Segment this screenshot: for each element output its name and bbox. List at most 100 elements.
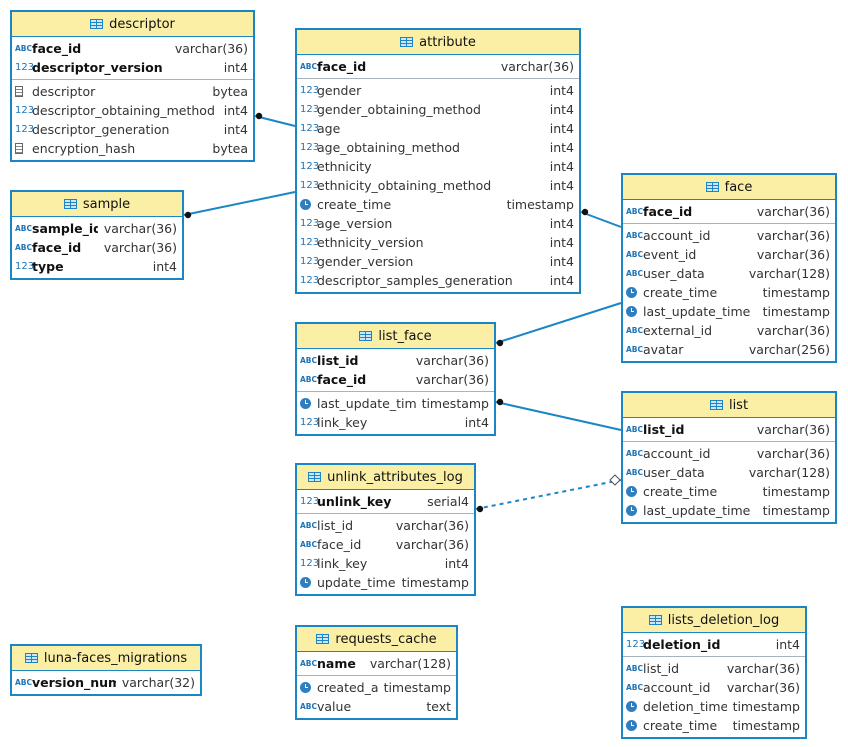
entity-header[interactable]: sample (12, 192, 182, 217)
clock-icon (626, 287, 643, 298)
entity-header[interactable]: attribute (297, 30, 579, 55)
column-type: varchar(36) (726, 661, 800, 676)
relation-line-unlink_attributes_log-list[interactable] (475, 479, 622, 510)
column-type: varchar(36) (500, 59, 574, 74)
entity-header[interactable]: luna-faces_migrations (12, 646, 200, 671)
relation-line-attribute-face[interactable] (580, 211, 622, 228)
abc-key-icon: ABC (626, 207, 644, 216)
entity-header[interactable]: lists_deletion_log (623, 608, 805, 633)
column-name: list_id (317, 353, 359, 368)
entity-title: list_face (378, 328, 432, 344)
column-name: user_data (643, 266, 705, 281)
entity-header[interactable]: face (623, 175, 835, 200)
relation-endpoint-dot (184, 211, 192, 219)
entity-header[interactable]: list_face (297, 324, 494, 349)
column-name: face_id (643, 204, 693, 219)
entity-header[interactable]: unlink_attributes_log (297, 465, 474, 490)
num-icon: 123 (300, 275, 320, 286)
column-name: created_at (317, 680, 378, 695)
column-name: deletion_time (643, 699, 727, 714)
abc-icon: ABC (300, 521, 318, 530)
relation-line-sample-attribute[interactable] (183, 191, 296, 216)
entity-header[interactable]: descriptor (12, 12, 253, 37)
num-key-icon: 123 (15, 62, 35, 73)
column-type: bytea (212, 141, 248, 156)
column-type: varchar(36) (726, 680, 800, 695)
entity-header[interactable]: requests_cache (297, 627, 456, 652)
column-type: bytea (212, 84, 248, 99)
relation-line-list_face-list[interactable] (495, 401, 622, 431)
column-type: timestamp (762, 503, 830, 518)
column-type: int4 (549, 254, 574, 269)
relation-line-list_face-face[interactable] (495, 302, 622, 344)
abc-key-icon: ABC (300, 356, 318, 365)
entity-title: requests_cache (335, 631, 437, 647)
entity-header[interactable]: list (623, 393, 835, 418)
